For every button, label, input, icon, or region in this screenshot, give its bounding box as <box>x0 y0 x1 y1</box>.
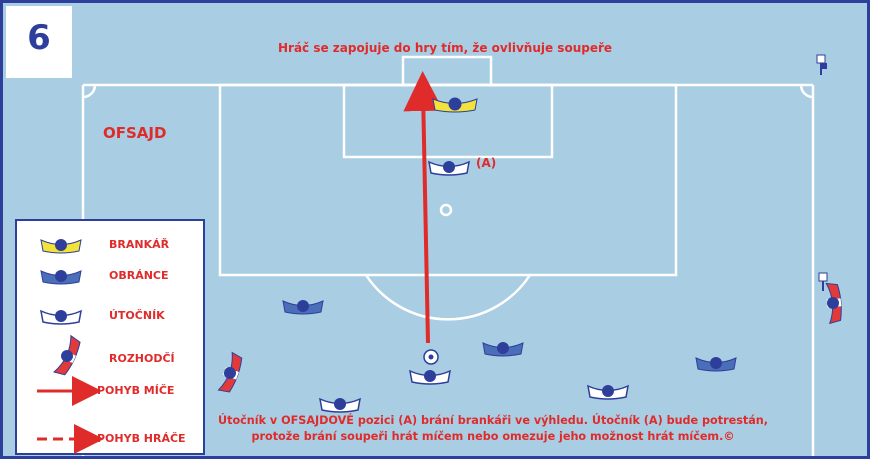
defender <box>482 342 524 357</box>
penalty-arc <box>364 274 532 321</box>
legend-player-movement-label: POHYB HRÁČE <box>97 432 186 445</box>
diagram-number-box: 6 <box>6 6 72 78</box>
attacker-a-label: (A) <box>476 156 497 170</box>
legend-referee-icon <box>52 334 81 376</box>
legend-symbols <box>37 239 104 454</box>
corner-flag-mid-right <box>818 272 828 291</box>
offside-label: OFSAJD <box>103 124 167 142</box>
corner-arc-left <box>82 84 97 99</box>
diagram-title: Hráč se zapojuje do hry tím, že ovlivňuj… <box>278 41 613 55</box>
legend: BRANKÁŘ OBRÁNCE ÚTOČNÍK ROZHODČÍ POHYB M… <box>15 219 205 455</box>
pitch <box>81 54 842 456</box>
defender <box>695 357 737 372</box>
attacker <box>409 369 451 385</box>
defender <box>282 300 324 315</box>
attacker-a <box>428 160 470 176</box>
caption-line-2: protože brání soupeři hrát míčem nebo om… <box>251 430 735 443</box>
legend-goalkeeper-icon <box>40 239 82 254</box>
legend-attacker-icon <box>40 309 82 325</box>
legend-attacker-label: ÚTOČNÍK <box>109 309 165 322</box>
referee <box>825 282 842 325</box>
goalkeeper <box>432 97 478 113</box>
legend-referee-label: ROZHODČÍ <box>109 352 175 365</box>
ball <box>423 349 439 365</box>
legend-defender-icon <box>40 270 82 285</box>
legend-goalkeeper-label: BRANKÁŘ <box>109 238 170 251</box>
goal-area <box>342 83 554 159</box>
corner-arc-right <box>799 84 814 99</box>
diagram-number: 6 <box>27 18 51 58</box>
caption-line-1: Útočník v OFSAJDOVÉ pozici (A) brání bra… <box>218 414 768 427</box>
referee <box>217 351 243 393</box>
penalty-area <box>218 83 678 277</box>
caption: Útočník v OFSAJDOVÉ pozici (A) brání bra… <box>208 413 778 445</box>
legend-ball-movement-label: POHYB MÍČE <box>97 384 175 397</box>
attacker <box>319 397 361 413</box>
legend-defender-label: OBRÁNCE <box>109 269 169 282</box>
penalty-spot <box>439 203 453 217</box>
goal <box>401 55 493 87</box>
corner-flag-top-right <box>816 54 827 75</box>
attacker <box>587 384 629 400</box>
ball-movement-arrow <box>403 71 444 344</box>
